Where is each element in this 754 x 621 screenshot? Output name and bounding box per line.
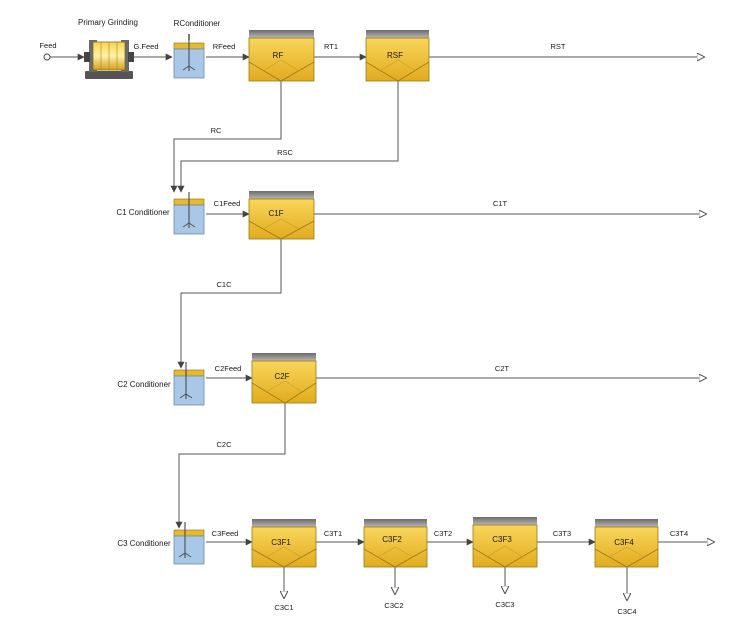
stream-c1c[interactable] [177,239,282,369]
feed-label: Feed [39,41,56,50]
flotation-cell-rsf[interactable]: RSF [365,30,430,82]
label-c3t2: C3T2 [434,529,452,538]
label-rc: RC [211,126,222,135]
conditioner-rconditioner[interactable]: RConditioner [173,19,221,79]
stream-rsc[interactable] [177,81,399,193]
flotation-cell-c2f[interactable]: C2F [251,353,317,404]
c1-conditioner-label: C1 Conditioner [116,208,170,217]
flotation-cell-c3f2[interactable]: C3F2 [363,519,428,568]
grinding-label: Primary Grinding [78,18,138,27]
cell-c2f-label: C2F [274,372,289,381]
label-c3c2: C3C2 [384,601,403,610]
c3-conditioner-label: C3 Conditioner [117,539,171,548]
label-c3t4: C3T4 [670,529,688,538]
label-c2t: C2T [495,364,510,373]
flotation-cell-c1f[interactable]: C1F [248,191,315,240]
flotation-cell-c3f1[interactable]: C3F1 [251,519,317,568]
flotation-cell-c3f4[interactable]: C3F4 [594,519,659,568]
cell-rsf-label: RSF [387,51,403,60]
label-c2c: C2C [216,440,232,449]
stream-lines [49,57,714,600]
conditioner-c1[interactable]: C1 Conditioner [116,192,205,235]
stream-c2c[interactable] [175,403,286,529]
label-rst: RST [551,42,566,51]
label-rfeed: RFeed [213,42,236,51]
cell-c3f1-label: C3F1 [271,538,291,547]
cell-c3f2-label: C3F2 [382,535,402,544]
label-c3feed: C3Feed [212,529,239,538]
label-rsc: RSC [277,148,293,157]
label-c3c3: C3C3 [495,600,514,609]
stream-rc[interactable] [170,81,282,193]
rconditioner-label: RConditioner [174,19,221,28]
c2-conditioner-label: C2 Conditioner [117,380,171,389]
cell-c3f4-label: C3F4 [614,538,634,547]
label-gfeed: G.Feed [133,42,158,51]
conditioner-c3[interactable]: C3 Conditioner [117,522,205,565]
label-c3t3: C3T3 [553,529,571,538]
label-c1c: C1C [216,280,232,289]
label-rt1: RT1 [324,42,338,51]
mill-base [85,71,133,79]
label-c3c1: C3C1 [274,603,293,612]
feed-source-node[interactable] [43,53,51,61]
label-c1feed: C1Feed [214,199,241,208]
cell-c3f3-label: C3F3 [492,535,512,544]
label-c1t: C1T [493,199,508,208]
flotation-cell-c3f3[interactable]: C3F3 [472,517,538,568]
flotation-cell-rf[interactable]: RF [248,30,315,82]
cell-c1f-label: C1F [268,209,283,218]
label-c2feed: C2Feed [215,364,242,373]
label-c3c4: C3C4 [617,607,636,616]
cell-rf-label: RF [273,51,284,60]
grinding-mill[interactable]: Primary Grinding [78,18,138,79]
label-c3t1: C3T1 [324,529,342,538]
conditioner-c2[interactable]: C2 Conditioner [117,362,205,406]
